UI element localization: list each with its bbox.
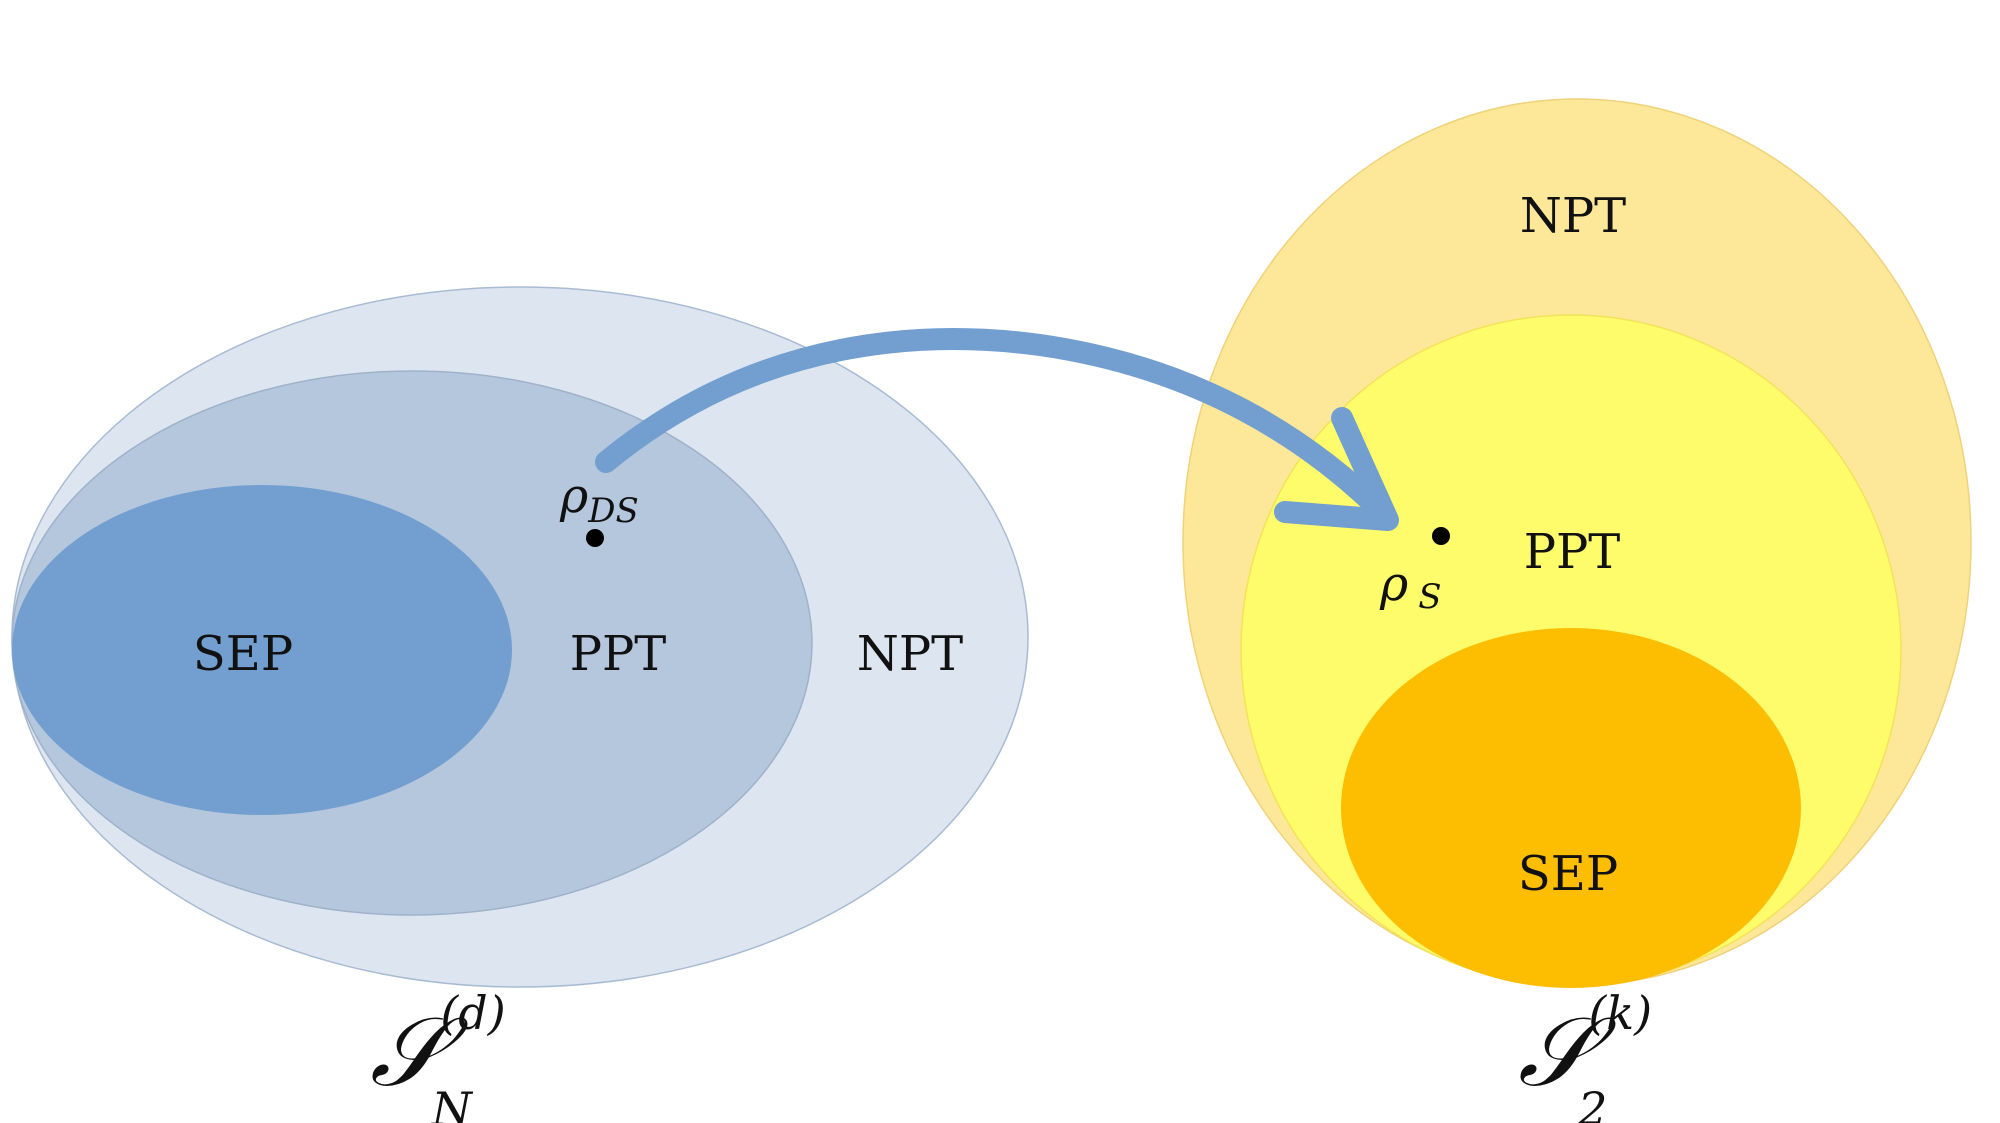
left-rho-label: ρDS bbox=[559, 468, 639, 531]
right-ppt-label: PPT bbox=[1524, 524, 1621, 580]
mapping-arrow-head bbox=[1274, 407, 1399, 531]
left-state-point bbox=[586, 529, 604, 547]
left-sep-region bbox=[12, 485, 512, 815]
left-set-label: 𝒮(d)N bbox=[370, 986, 506, 1123]
right-state-point bbox=[1432, 527, 1450, 545]
mapping-arrow bbox=[595, 328, 1399, 531]
right-set-label: 𝒮(k)2 bbox=[1518, 986, 1652, 1123]
left-ppt-label: PPT bbox=[570, 626, 667, 682]
left-npt-label: NPT bbox=[857, 626, 963, 682]
mapping-arrow-shaft bbox=[595, 328, 1396, 526]
left-state-space: SEP PPT NPT ρDS 𝒮(d)N bbox=[11, 286, 1029, 1123]
right-sep-region bbox=[1341, 628, 1801, 988]
right-npt-label: NPT bbox=[1520, 188, 1626, 244]
right-sep-label: SEP bbox=[1518, 846, 1618, 902]
left-sep-label: SEP bbox=[193, 626, 293, 682]
